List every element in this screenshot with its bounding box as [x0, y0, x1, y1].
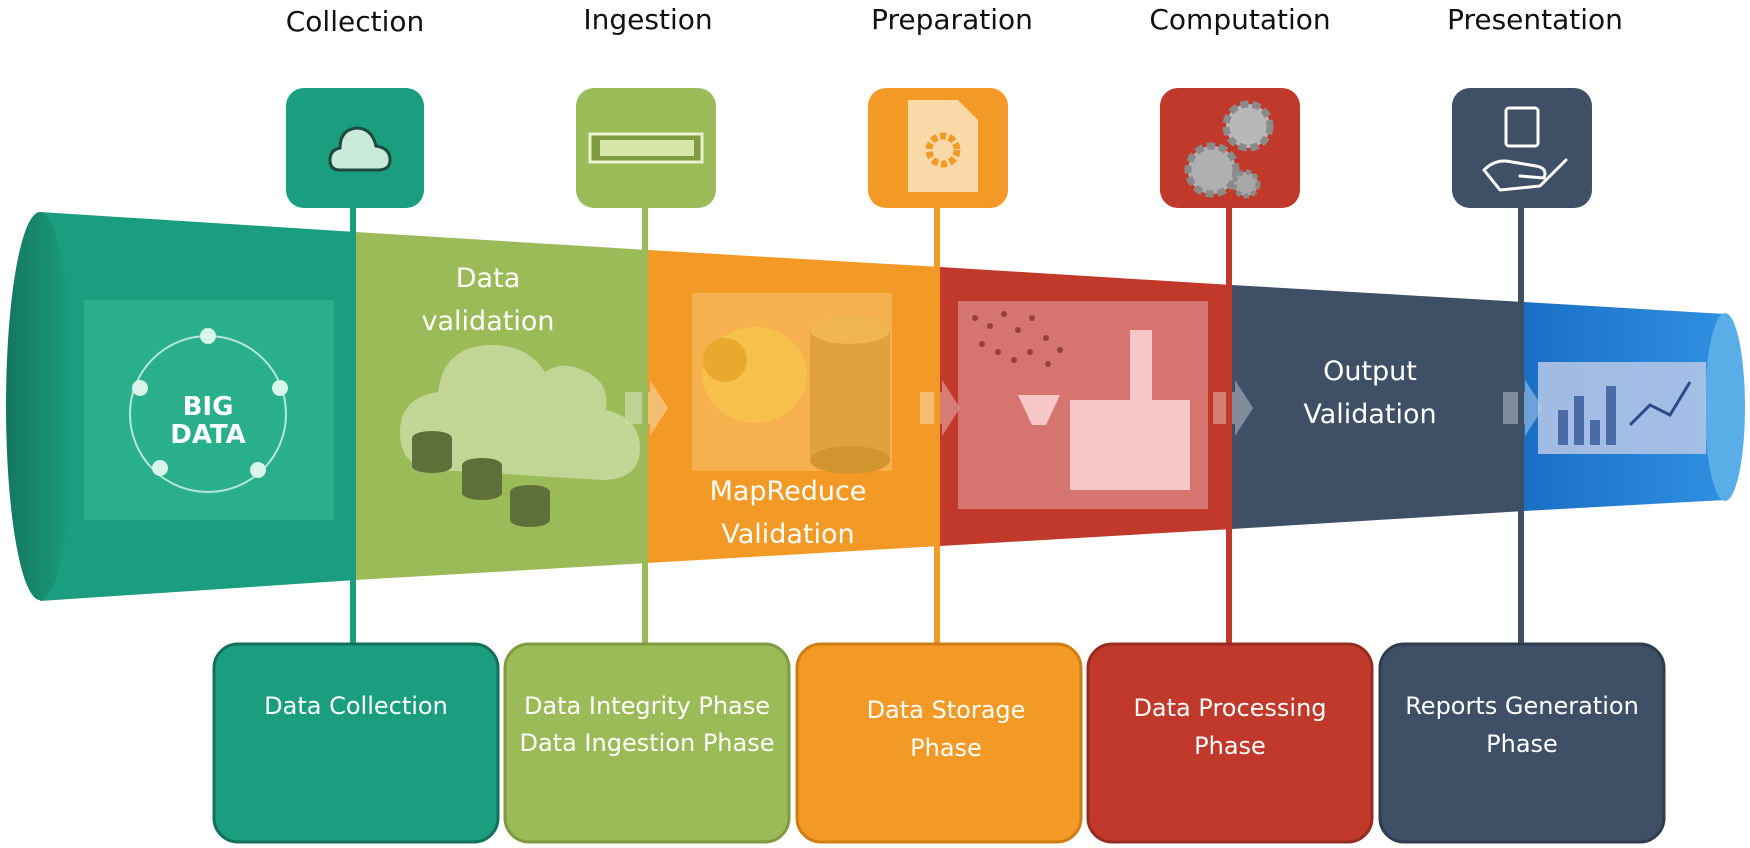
- database-stack-icon: [412, 431, 550, 527]
- phase-box-computation-line-2: Phase: [1194, 732, 1266, 760]
- charts-image: [1538, 362, 1706, 454]
- phase-box-computation-line-1: Data Processing: [1133, 694, 1326, 722]
- big-data-logo-line-1: BIG: [183, 392, 234, 422]
- phase-box-preparation: Data Storage Phase: [795, 642, 1083, 844]
- mapreduce-validation-line-2: Validation: [721, 519, 854, 550]
- funnel-right-cap: [1705, 313, 1745, 501]
- phase-box-collection: Data Collection: [212, 642, 500, 844]
- stage-title-preparation: Preparation: [871, 3, 1033, 36]
- factory-chimney-icon: [1130, 330, 1152, 402]
- gear-small-icon: [1231, 169, 1261, 199]
- icon-box-ingestion: [576, 88, 716, 208]
- big-data-node-icon: [250, 462, 266, 478]
- data-validation-line-2: validation: [422, 306, 555, 337]
- document-gear-shape: [925, 132, 961, 168]
- hand-icon: [1482, 158, 1568, 192]
- gears-icon: [1184, 142, 1240, 198]
- stage-title-ingestion: Ingestion: [583, 3, 712, 36]
- stage-titles: Collection Ingestion Preparation Computa…: [286, 3, 1623, 38]
- big-data-image: BIG DATA: [84, 300, 334, 520]
- funnel-labels: Data validation MapReduce Validation Out…: [422, 263, 1437, 550]
- flow-arrow-3: [1213, 380, 1253, 436]
- hand-bag-icon: [1504, 106, 1540, 148]
- big-data-node-icon: [200, 328, 216, 344]
- stage-title-computation: Computation: [1149, 3, 1330, 36]
- cloud-database-illustration: [400, 345, 640, 527]
- icon-box-collection: [286, 88, 424, 208]
- connectors: [350, 205, 1524, 645]
- cloud-shape: [400, 345, 640, 480]
- phase-box-preparation-line-2: Phase: [910, 734, 982, 762]
- stage-title-collection: Collection: [286, 5, 425, 38]
- funnel-icon: [1018, 395, 1060, 425]
- mapreduce-validation-line-1: MapReduce: [710, 476, 867, 507]
- phase-box-ingestion-line-1: Data Integrity Phase: [524, 692, 770, 720]
- phase-box-presentation-line-2: Phase: [1486, 730, 1558, 758]
- phase-box-preparation-line-1: Data Storage: [867, 696, 1026, 724]
- hadoop-image: [692, 293, 892, 474]
- phase-box-ingestion-line-2: Data Ingestion Phase: [520, 729, 775, 757]
- phase-box-presentation: Reports Generation Phase: [1378, 642, 1666, 844]
- data-validation-line-1: Data: [456, 263, 520, 294]
- big-data-node-icon: [272, 380, 288, 396]
- phase-box-collection-line-1: Data Collection: [264, 692, 448, 720]
- phase-box-presentation-line-1: Reports Generation: [1405, 692, 1639, 720]
- icon-box-presentation: [1452, 88, 1592, 208]
- big-data-node-icon: [132, 380, 148, 396]
- document-gear-icon: [908, 100, 978, 192]
- output-validation-line-1: Output: [1323, 356, 1417, 387]
- icon-box-preparation: [868, 88, 1008, 208]
- cloud-icon: [328, 126, 392, 172]
- phase-boxes: Data Collection Data Integrity Phase Dat…: [212, 642, 1666, 844]
- line-chart-icon: [1628, 381, 1692, 427]
- number-cloud-icon: [972, 311, 1063, 367]
- stage-icons: [286, 88, 1592, 208]
- big-data-logo-line-2: DATA: [170, 420, 246, 450]
- elephant-ear-icon: [703, 338, 747, 382]
- output-validation-line-2: Validation: [1303, 399, 1436, 430]
- factory-image: [958, 301, 1208, 509]
- funnel-segment-presentation: [1232, 285, 1524, 529]
- database-cylinder-icon: [810, 316, 890, 474]
- gear-large-icon: [1222, 100, 1274, 152]
- bar-chart-icon: [1558, 386, 1616, 445]
- funnel-left-cap: [6, 212, 74, 600]
- stage-title-presentation: Presentation: [1447, 3, 1623, 36]
- big-data-node-icon: [152, 460, 168, 476]
- phase-box-computation: Data Processing Phase: [1086, 642, 1374, 844]
- phase-box-ingestion: Data Integrity Phase Data Ingestion Phas…: [503, 642, 791, 844]
- icon-box-computation: [1160, 88, 1300, 208]
- progress-bar-fill: [600, 140, 694, 156]
- factory-building-icon: [1070, 400, 1190, 490]
